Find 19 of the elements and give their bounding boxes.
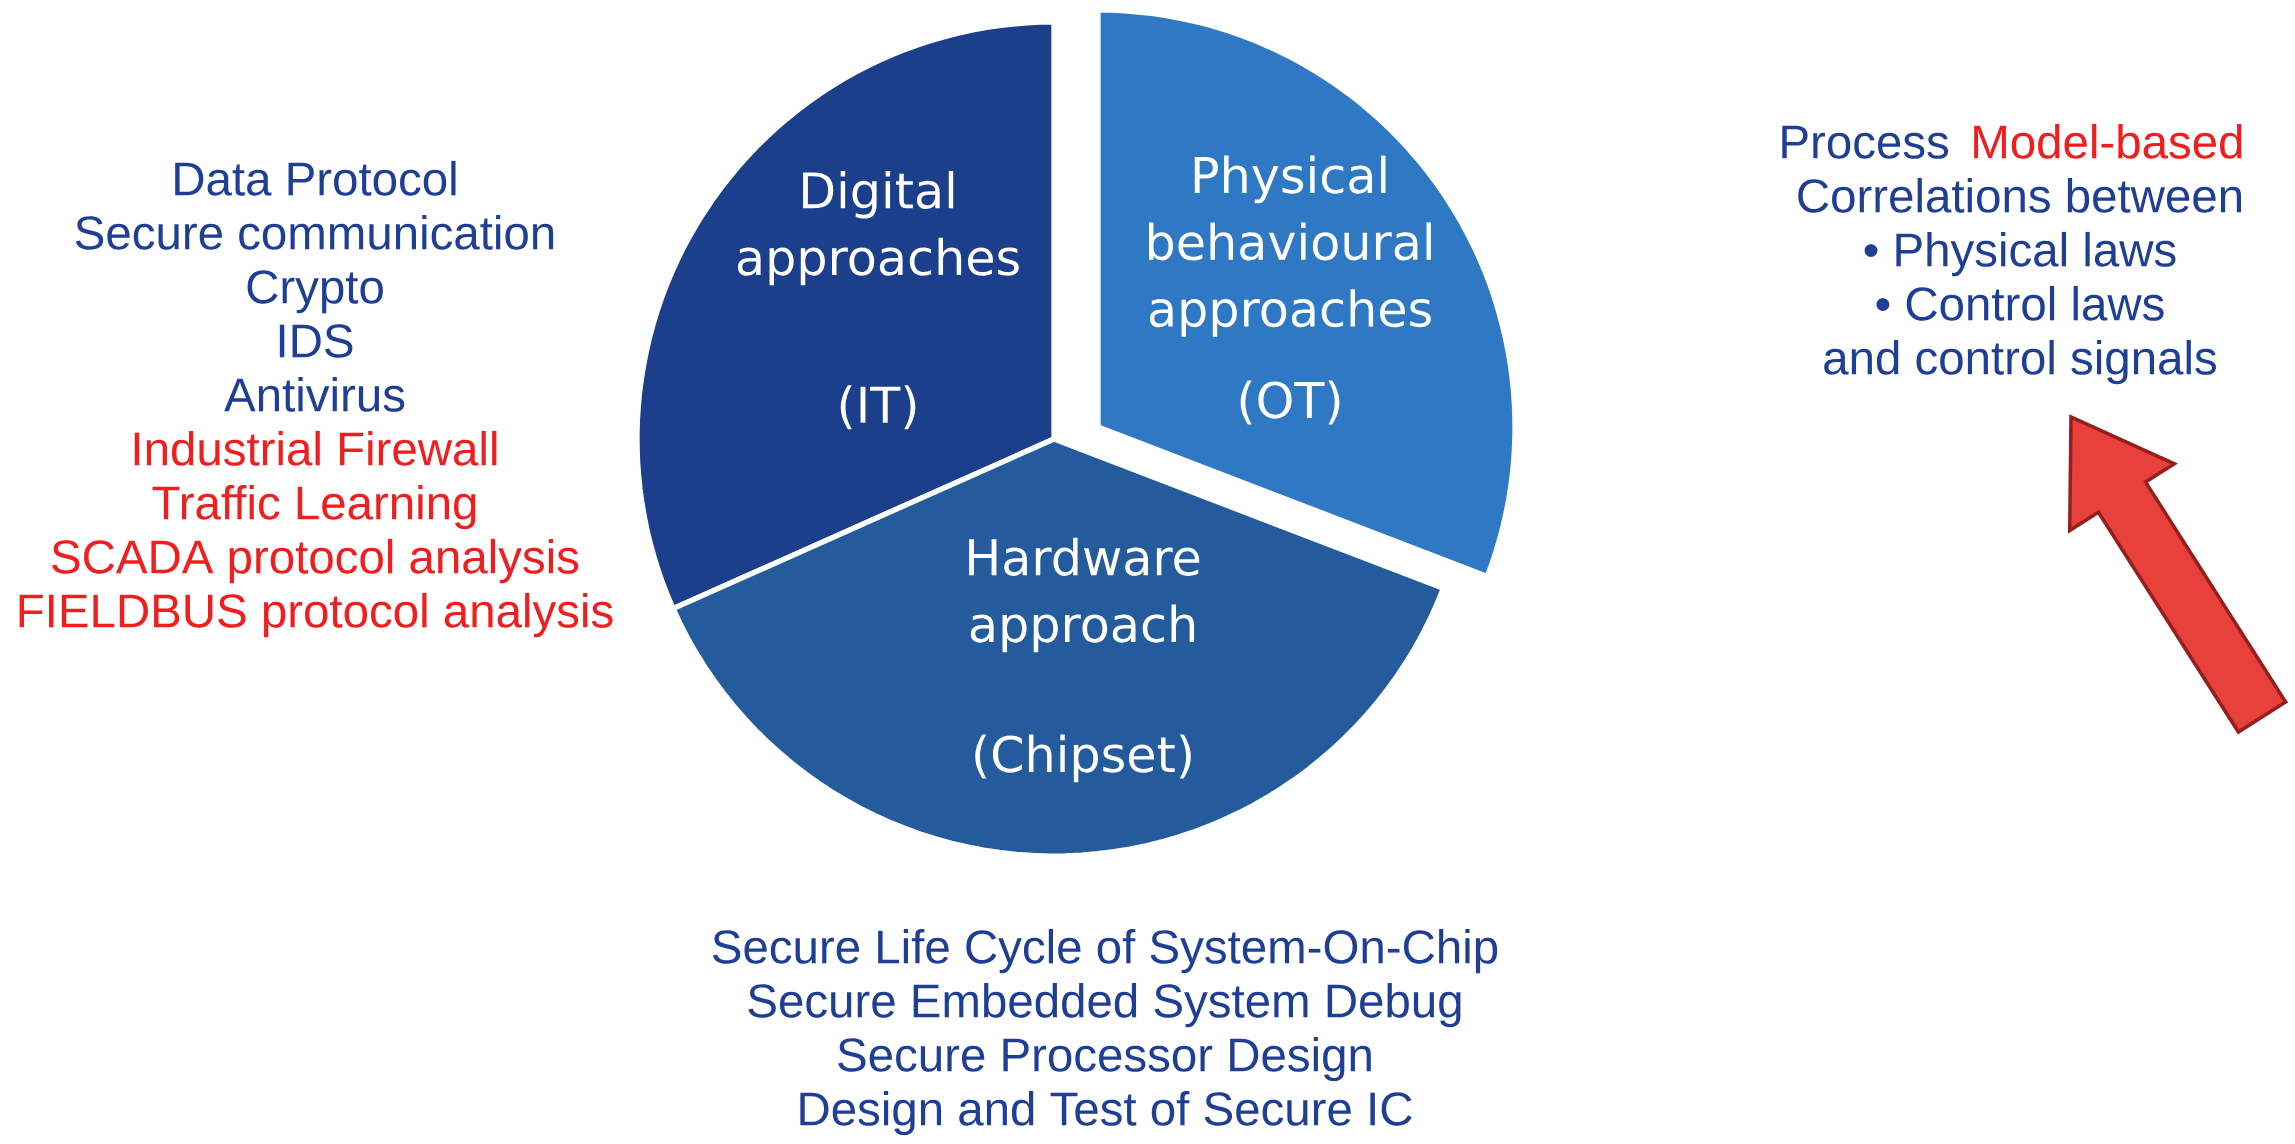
list-item: Secure Processor Design — [838, 1036, 1371, 1082]
list-item: Design and Test of Secure IC — [800, 1090, 1412, 1136]
list-item: Antivirus — [224, 376, 405, 412]
list-item: Model-based — [1974, 123, 2242, 159]
list-item: Secure Life Cycle of System-On-Chip — [712, 928, 1498, 974]
list-item: Traffic Learning — [152, 484, 476, 530]
list-item: Industrial Firewall — [134, 430, 497, 466]
list-item: Data Protocol — [175, 160, 456, 196]
list-item: IDS — [279, 324, 353, 358]
list-item: • Control laws — [1876, 285, 2164, 321]
list-item: Secure Embedded System Debug — [748, 982, 1461, 1028]
list-item: Secure communication — [75, 214, 554, 250]
list-item: Crypto — [247, 270, 383, 314]
list-item: and control signals — [1824, 339, 2216, 385]
list-item: Process — [1782, 125, 1949, 159]
list-item: FIELDBUS protocol analysis — [19, 592, 613, 638]
list-item: Correlations between — [1798, 177, 2241, 213]
list-item: • Physical laws — [1864, 231, 2176, 277]
list-item: SCADA protocol analysis — [52, 538, 579, 584]
